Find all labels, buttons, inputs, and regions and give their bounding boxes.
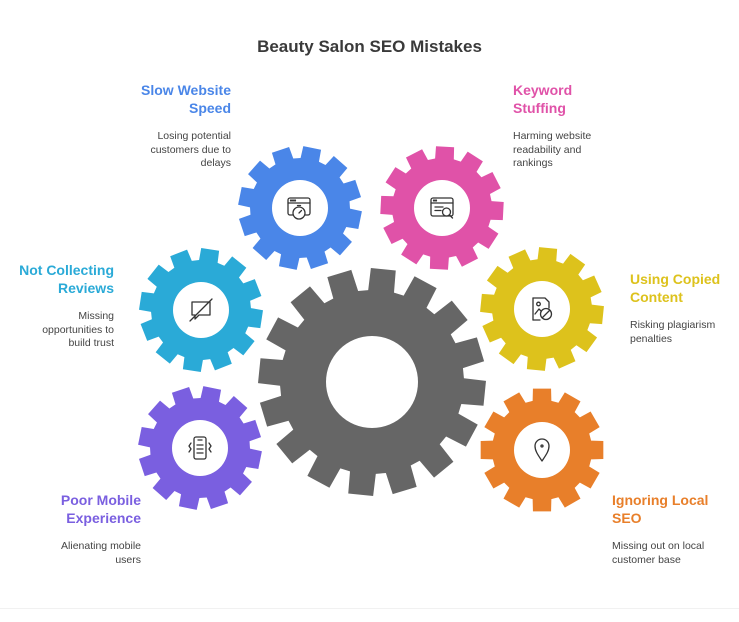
local-seo-desc: Missing out on local customer base xyxy=(612,540,705,566)
reviews-desc: Missing opportunities to build trust xyxy=(42,310,114,349)
g-local-hub xyxy=(514,422,570,478)
keyword-stuffing-label: Keyword Stuffing Harming website readabi… xyxy=(513,81,678,171)
copied-content-gear xyxy=(480,247,604,371)
slow-website-desc: Losing potential customers due to delays xyxy=(150,130,231,169)
reviews-title: Not Collecting Reviews xyxy=(19,262,114,296)
keyword-stuffing-title: Keyword Stuffing xyxy=(513,82,573,116)
slow-website-title: Slow Website Speed xyxy=(141,82,231,116)
g-center-hub xyxy=(326,336,418,428)
location-pin-icon xyxy=(534,438,550,462)
copied-content-title: Using Copied Content xyxy=(630,271,721,305)
local-seo-label: Ignoring Local SEO Missing out on local … xyxy=(612,491,736,567)
mobile-gear xyxy=(138,386,262,510)
document-forbidden-icon xyxy=(532,297,553,321)
divider xyxy=(0,608,739,609)
local-seo-gear xyxy=(480,388,604,512)
keyword-stuffing-desc: Harming website readability and rankings xyxy=(513,130,592,169)
slow-website-label: Slow Website Speed Losing potential cust… xyxy=(66,81,231,171)
browser-search-icon xyxy=(430,197,454,219)
no-comment-icon xyxy=(189,298,213,322)
g-mobile-hub xyxy=(172,420,228,476)
diagram-title: Beauty Salon SEO Mistakes xyxy=(257,37,482,56)
center-gear xyxy=(258,268,486,496)
g-keyword-hub xyxy=(414,180,470,236)
copied-content-label: Using Copied Content Risking plagiarism … xyxy=(630,270,735,346)
mobile-label: Poor Mobile Experience Alienating mobile… xyxy=(0,491,141,567)
reviews-label: Not Collecting Reviews Missing opportuni… xyxy=(0,261,114,351)
browser-stopwatch-icon xyxy=(287,197,311,220)
keyword-stuffing-gear xyxy=(380,146,504,270)
local-seo-title: Ignoring Local SEO xyxy=(612,492,709,526)
copied-content-desc: Risking plagiarism penalties xyxy=(630,319,716,345)
mobile-title: Poor Mobile Experience xyxy=(60,492,141,526)
g-copied-hub xyxy=(514,281,570,337)
mobile-desc: Alienating mobile users xyxy=(61,540,141,566)
mobile-vibrate-icon xyxy=(188,436,212,460)
